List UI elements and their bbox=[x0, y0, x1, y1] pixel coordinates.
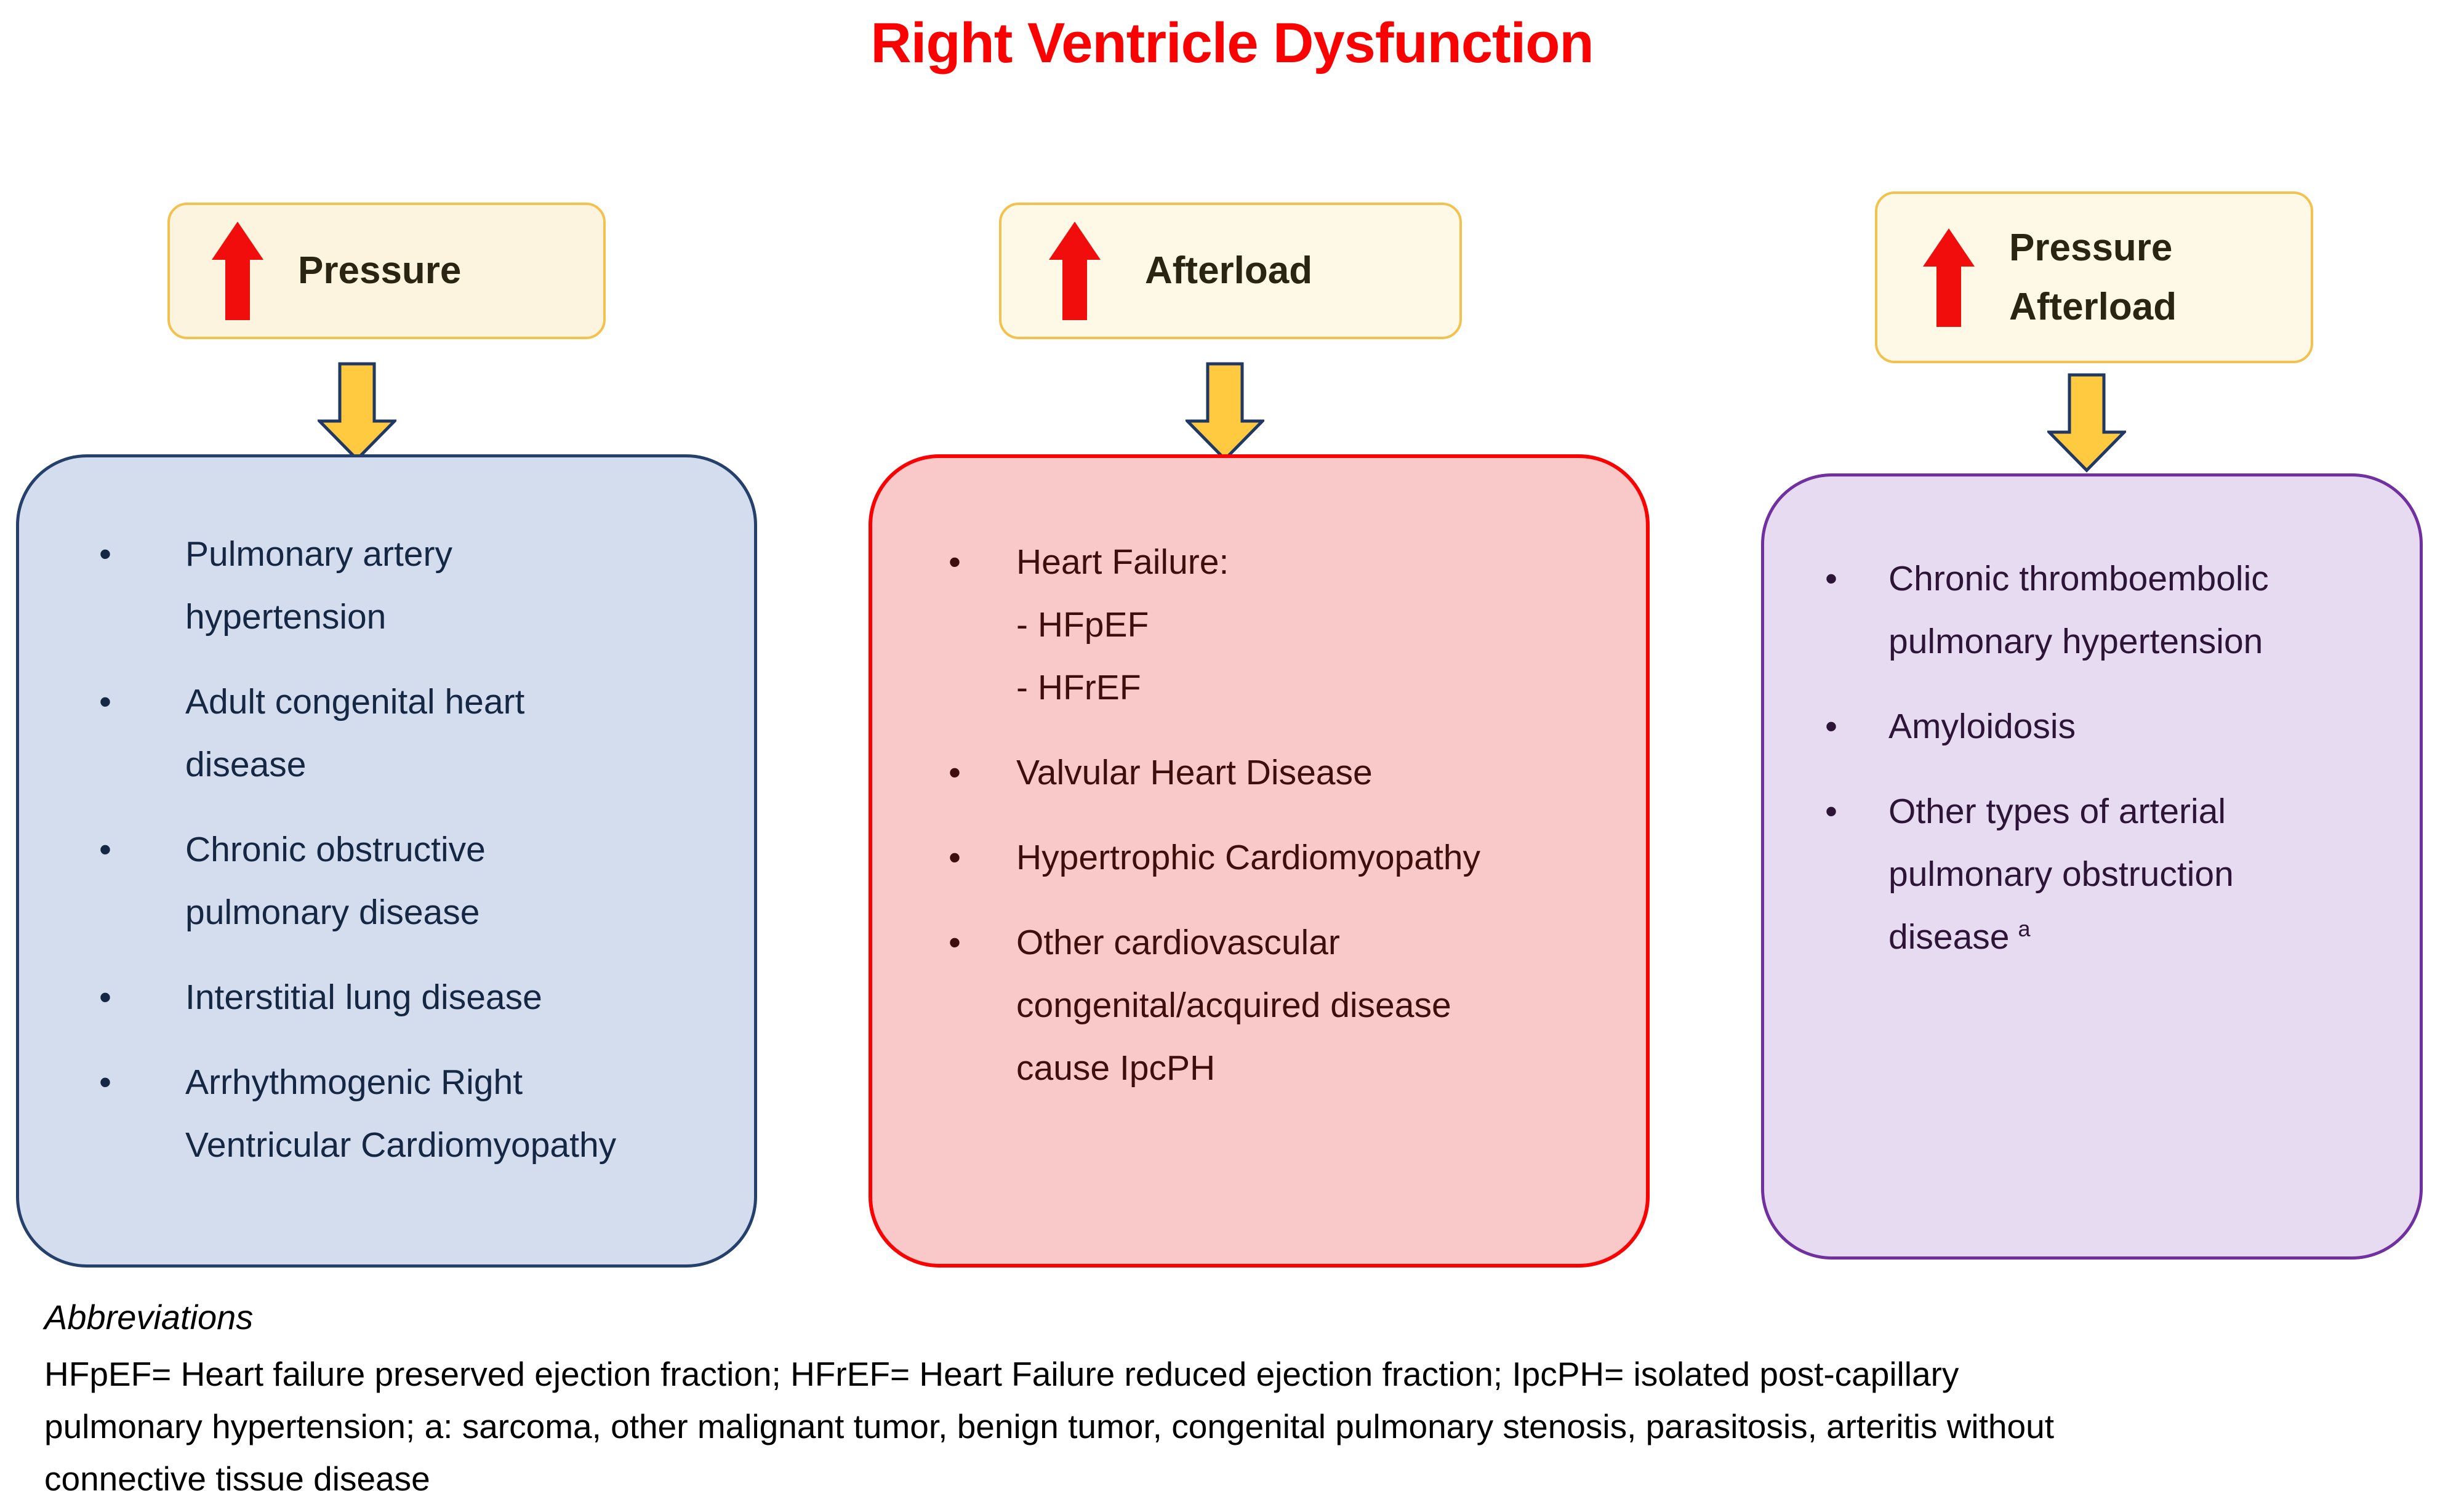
pressure-afterload-causes-list: • Chronic thromboembolic pulmonary hyper… bbox=[1825, 547, 2395, 968]
bullet-icon: • bbox=[1825, 707, 1837, 746]
list-item-line: Amyloidosis bbox=[1888, 707, 2076, 746]
pressure-afterload-causes-box: • Chronic thromboembolic pulmonary hyper… bbox=[1761, 473, 2423, 1260]
bullet-icon: • bbox=[99, 978, 111, 1017]
list-item-line: disease bbox=[185, 745, 307, 784]
list-item-line: Other cardiovascular bbox=[1016, 923, 1340, 962]
header-label-line: Afterload bbox=[1145, 249, 1313, 292]
header-label-line: Afterload bbox=[2009, 285, 2177, 328]
list-item: • Other cardiovascular congenital/acquir… bbox=[949, 911, 1609, 1099]
bullet-icon: • bbox=[1825, 792, 1837, 831]
abbreviations-text-line: connective tissue disease bbox=[44, 1460, 430, 1491]
up-arrow-icon bbox=[1049, 222, 1101, 320]
bullet-icon: • bbox=[1825, 559, 1837, 598]
up-arrow-icon bbox=[1923, 228, 1975, 327]
header-label-line: Pressure bbox=[2009, 226, 2173, 269]
afterload-causes-box: • Heart Failure: - HFpEF - HFrEF • Valvu… bbox=[869, 454, 1650, 1268]
list-item-line: Ventricular Cardiomyopathy bbox=[185, 1125, 617, 1165]
abbreviations-heading: Abbreviations bbox=[44, 1298, 254, 1336]
pressure-header-label: Pressure bbox=[298, 241, 461, 300]
afterload-header-label: Afterload bbox=[1145, 241, 1312, 300]
afterload-causes-list: • Heart Failure: - HFpEF - HFrEF • Valvu… bbox=[949, 531, 1609, 1099]
list-item-line: Adult congenital heart bbox=[185, 682, 525, 721]
list-item-line: Chronic obstructive bbox=[185, 830, 486, 869]
list-item-line: pulmonary obstruction bbox=[1888, 854, 2234, 894]
list-item-line: pulmonary hypertension bbox=[1888, 622, 2263, 661]
pressure-causes-list: • Pulmonary artery hypertension • Adult … bbox=[99, 523, 717, 1176]
bullet-icon: • bbox=[99, 830, 111, 869]
down-arrow-icon bbox=[1186, 362, 1264, 462]
list-item: • Hypertrophic Cardiomyopathy bbox=[949, 826, 1609, 889]
bullet-icon: • bbox=[949, 923, 961, 962]
bullet-icon: • bbox=[949, 838, 961, 877]
list-item: • Pulmonary artery hypertension bbox=[99, 523, 717, 648]
list-item: • Chronic thromboembolic pulmonary hyper… bbox=[1825, 547, 2395, 673]
list-item: • Amyloidosis bbox=[1825, 695, 2395, 758]
abbreviations-text-line: HFpEF= Heart failure preserved ejection … bbox=[44, 1355, 1959, 1393]
list-item-line: Hypertrophic Cardiomyopathy bbox=[1016, 838, 1480, 877]
list-item: • Chronic obstructive pulmonary disease bbox=[99, 818, 717, 944]
list-item: • Other types of arterial pulmonary obst… bbox=[1825, 780, 2395, 968]
afterload-header-box: Afterload bbox=[999, 203, 1462, 339]
pressure-afterload-header-box: Pressure Afterload bbox=[1875, 191, 2313, 363]
footnote-marker: a bbox=[2018, 916, 2031, 941]
abbreviations-text-line: pulmonary hypertension; a: sarcoma, othe… bbox=[44, 1407, 2054, 1445]
header-label-line: Pressure bbox=[298, 249, 462, 292]
bullet-icon: • bbox=[949, 542, 961, 582]
down-arrow-icon bbox=[2047, 373, 2126, 473]
list-item: • Valvular Heart Disease bbox=[949, 741, 1609, 804]
list-item: • Adult congenital heart disease bbox=[99, 670, 717, 796]
list-item: • Interstitial lung disease bbox=[99, 966, 717, 1029]
list-item-line: Interstitial lung disease bbox=[185, 978, 542, 1017]
list-item-line: Arrhythmogenic Right bbox=[185, 1063, 523, 1102]
list-item-line: Heart Failure: bbox=[1016, 542, 1229, 582]
page-title: Right Ventricle Dysfunction bbox=[870, 12, 1594, 74]
list-item-line: congenital/acquired disease bbox=[1016, 986, 1451, 1025]
list-item-line: - HFrEF bbox=[1016, 668, 1141, 707]
list-item: • Heart Failure: - HFpEF - HFrEF bbox=[949, 531, 1609, 719]
bullet-icon: • bbox=[99, 534, 111, 574]
abbreviations-block: Abbreviations HFpEF= Heart failure prese… bbox=[44, 1295, 2451, 1491]
bullet-icon: • bbox=[949, 753, 961, 792]
list-item-line-text: disease bbox=[1888, 917, 2010, 957]
bullet-icon: • bbox=[99, 1063, 111, 1102]
list-item-line: Chronic thromboembolic bbox=[1888, 559, 2269, 598]
down-arrow-icon bbox=[318, 362, 396, 462]
list-item: • Arrhythmogenic Right Ventricular Cardi… bbox=[99, 1051, 717, 1176]
list-item-line: Other types of arterial bbox=[1888, 792, 2226, 831]
list-item-line: Pulmonary artery bbox=[185, 534, 452, 574]
pressure-header-box: Pressure bbox=[167, 203, 606, 339]
list-item-line: Valvular Heart Disease bbox=[1016, 753, 1373, 792]
pressure-afterload-header-label: Pressure Afterload bbox=[2009, 219, 2177, 337]
list-item-line: hypertension bbox=[185, 597, 387, 637]
up-arrow-icon bbox=[212, 222, 263, 320]
bullet-icon: • bbox=[99, 682, 111, 721]
pressure-causes-box: • Pulmonary artery hypertension • Adult … bbox=[16, 454, 757, 1268]
list-item-line: cause IpcPH bbox=[1016, 1048, 1216, 1088]
list-item-line: disease a bbox=[1888, 906, 2395, 968]
list-item-line: pulmonary disease bbox=[185, 893, 480, 932]
list-item-line: - HFpEF bbox=[1016, 605, 1149, 645]
